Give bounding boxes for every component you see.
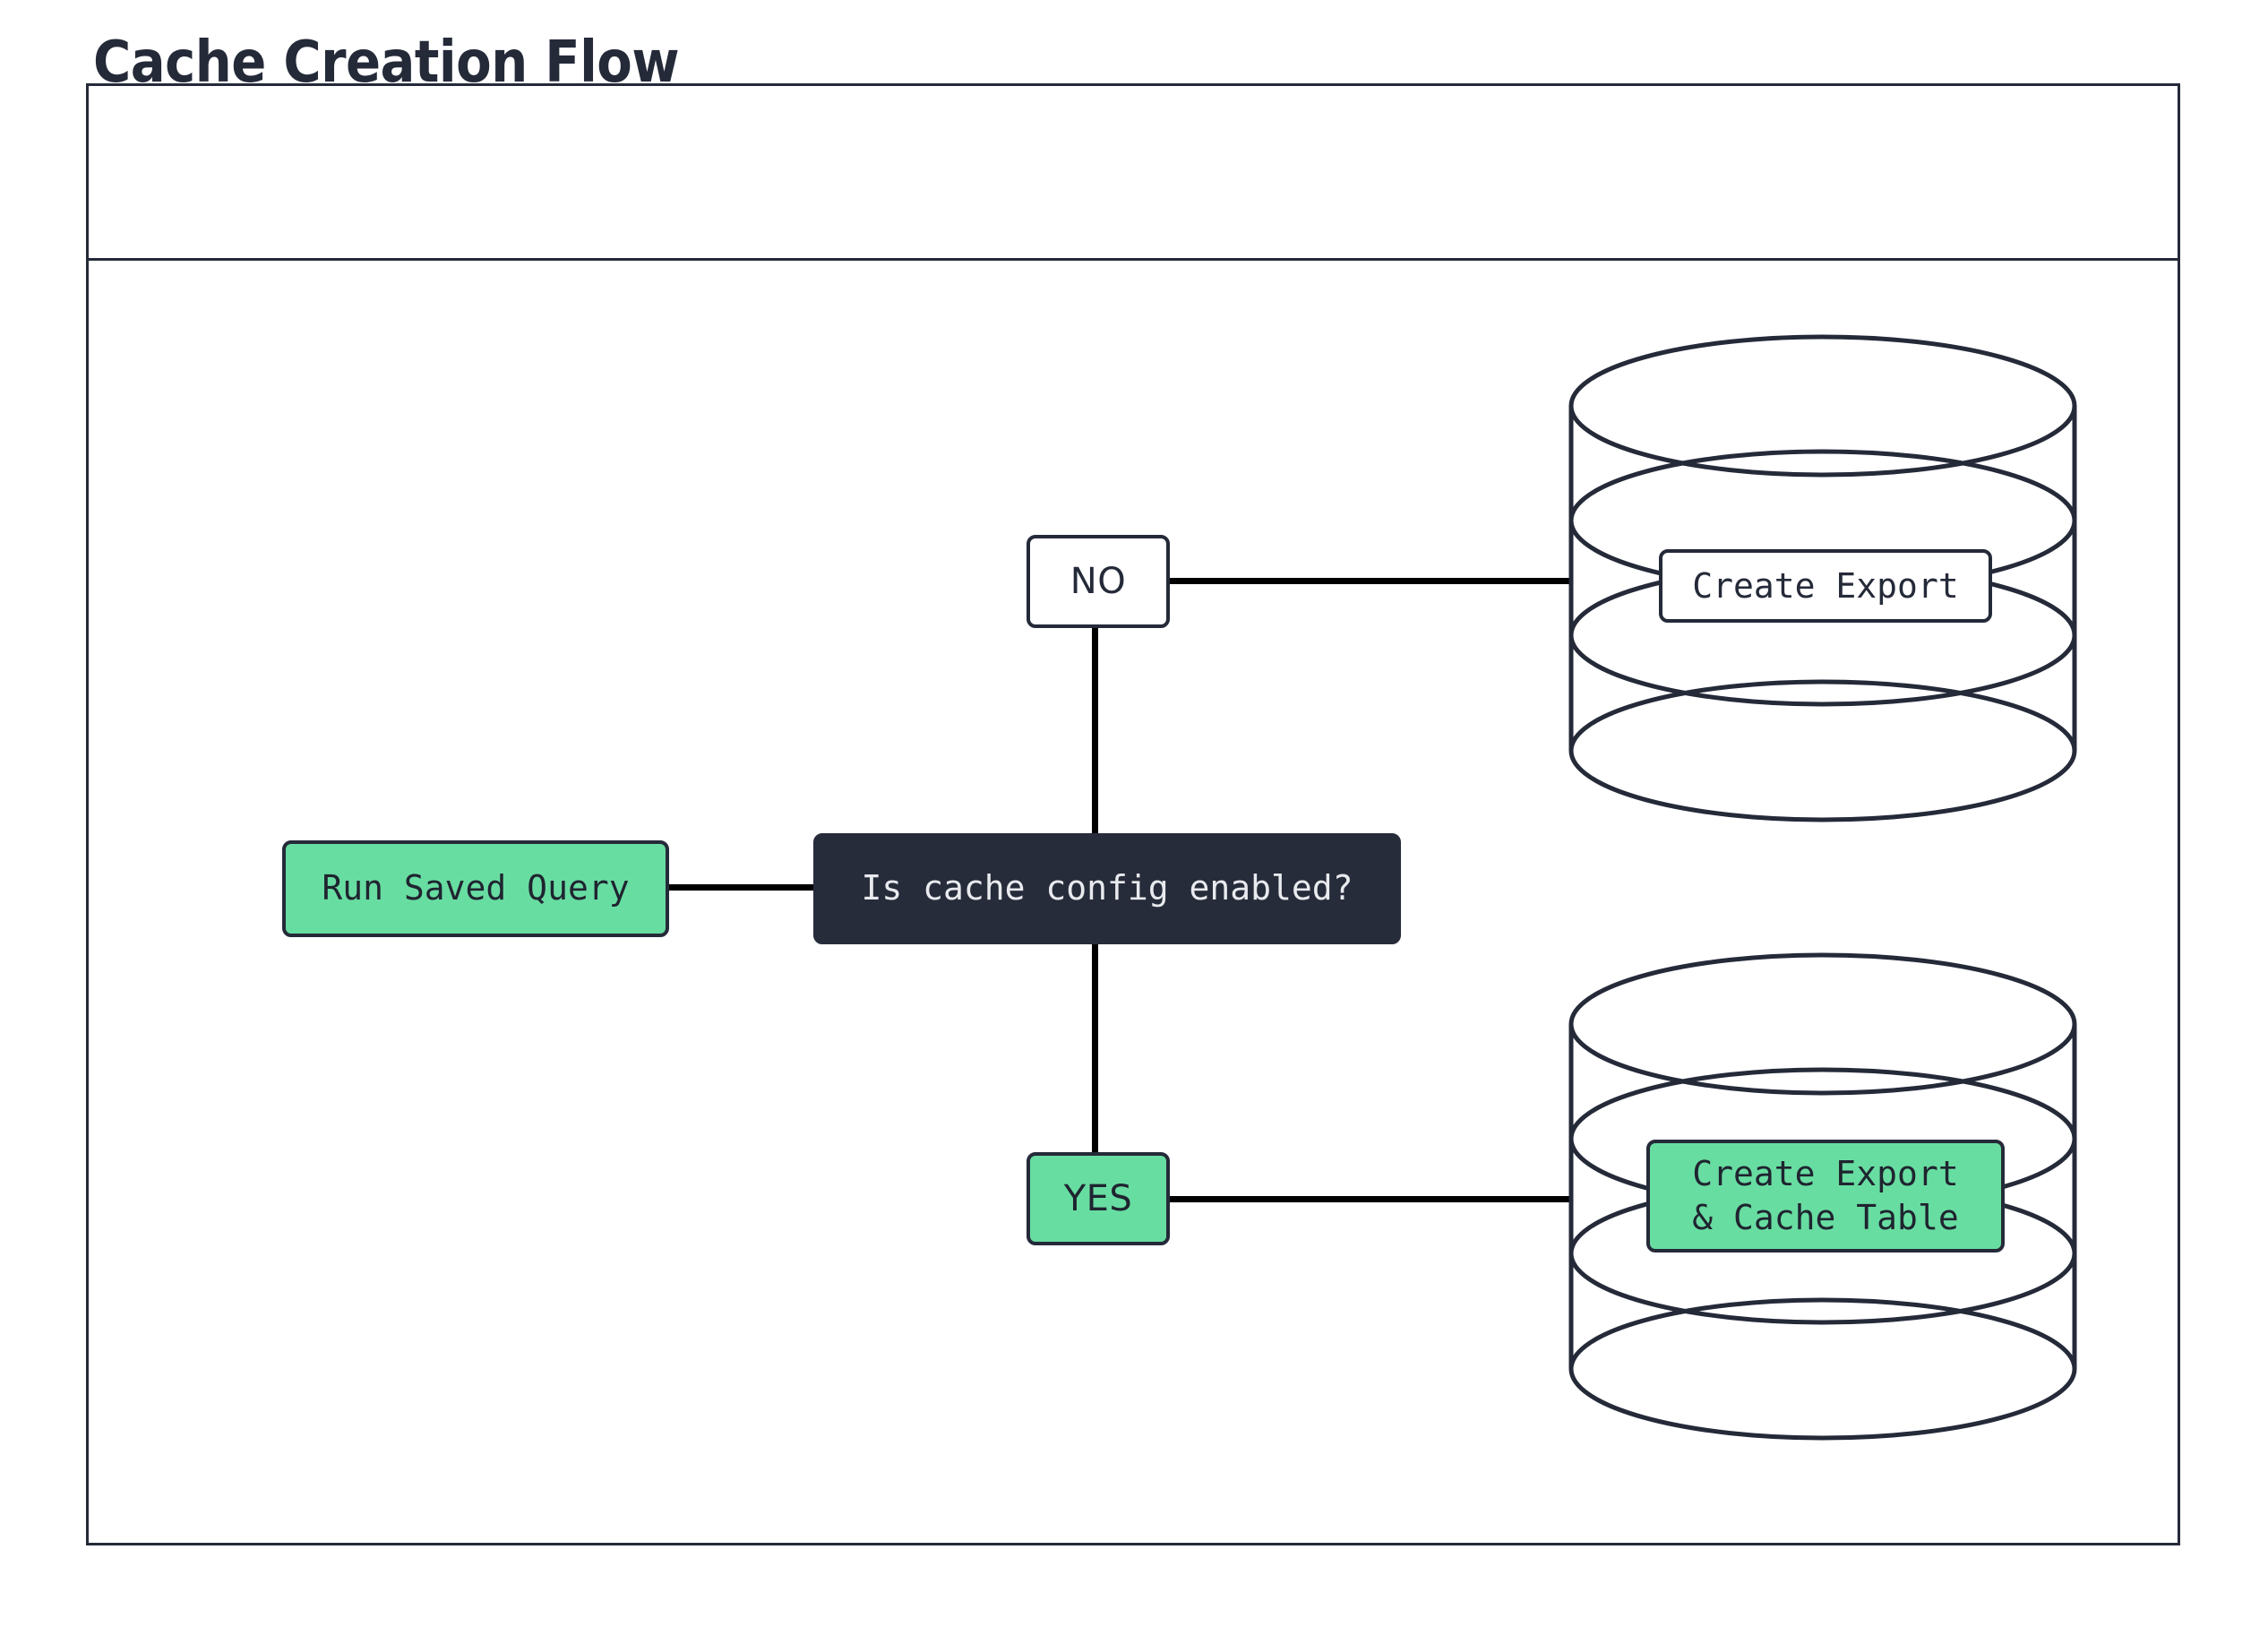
database-create-export-cache-table[interactable]: Create Export & Cache Table <box>1559 939 2087 1476</box>
edge-no-to-store <box>1169 578 1572 584</box>
database-cache-table-label: Create Export & Cache Table <box>1692 1154 1959 1237</box>
branch-label-no[interactable]: NO <box>1027 535 1170 628</box>
diagram-header <box>89 86 2178 261</box>
node-decision-label: Is cache config enabled? <box>861 868 1353 908</box>
branch-label-yes[interactable]: YES <box>1027 1152 1170 1245</box>
node-decision-cache-config[interactable]: Is cache config enabled? <box>813 833 1401 944</box>
branch-label-no-text: NO <box>1070 561 1127 602</box>
database-create-export-label: Create Export <box>1692 565 1959 606</box>
edge-decision-to-no <box>1092 624 1098 836</box>
node-run-saved-query[interactable]: Run Saved Query <box>282 840 669 937</box>
edge-start-to-decision <box>667 884 815 891</box>
branch-label-yes-text: YES <box>1063 1178 1133 1219</box>
node-run-saved-query-label: Run Saved Query <box>322 868 630 908</box>
database-cache-table-label-box[interactable]: Create Export & Cache Table <box>1646 1140 2005 1253</box>
database-create-export-label-box[interactable]: Create Export <box>1659 549 1992 623</box>
edge-decision-to-yes <box>1092 943 1098 1154</box>
database-create-export[interactable]: Create Export <box>1559 321 2087 858</box>
edge-yes-to-store <box>1169 1196 1572 1202</box>
page-title: Cache Creation Flow <box>93 30 680 96</box>
